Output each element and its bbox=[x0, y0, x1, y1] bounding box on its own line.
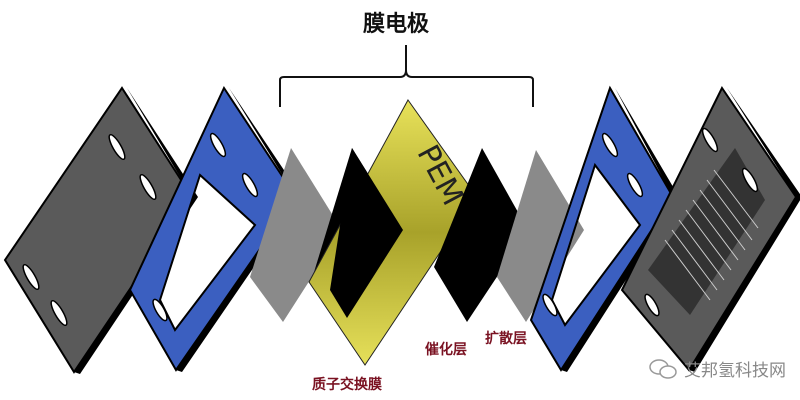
mea-title: 膜电极 bbox=[363, 12, 430, 37]
flow-field bbox=[648, 148, 765, 315]
watermark: 艾邦氢科技网 bbox=[648, 356, 786, 381]
right-bipolar-plate bbox=[620, 86, 800, 372]
mea-bracket bbox=[279, 45, 534, 107]
right-diffusion-layer bbox=[497, 150, 584, 322]
wechat-icon bbox=[648, 358, 678, 380]
catalyst-label: 催化层 bbox=[425, 342, 467, 358]
membrane-label: 质子交换膜 bbox=[312, 377, 382, 393]
diffusion-label: 扩散层 bbox=[485, 331, 527, 347]
slot-holes bbox=[22, 133, 157, 327]
left-diffusion-layer bbox=[250, 148, 342, 322]
watermark-text: 艾邦氢科技网 bbox=[684, 361, 786, 381]
proton-exchange-membrane: PEM bbox=[308, 99, 478, 366]
right-catalyst-layer bbox=[434, 148, 528, 322]
